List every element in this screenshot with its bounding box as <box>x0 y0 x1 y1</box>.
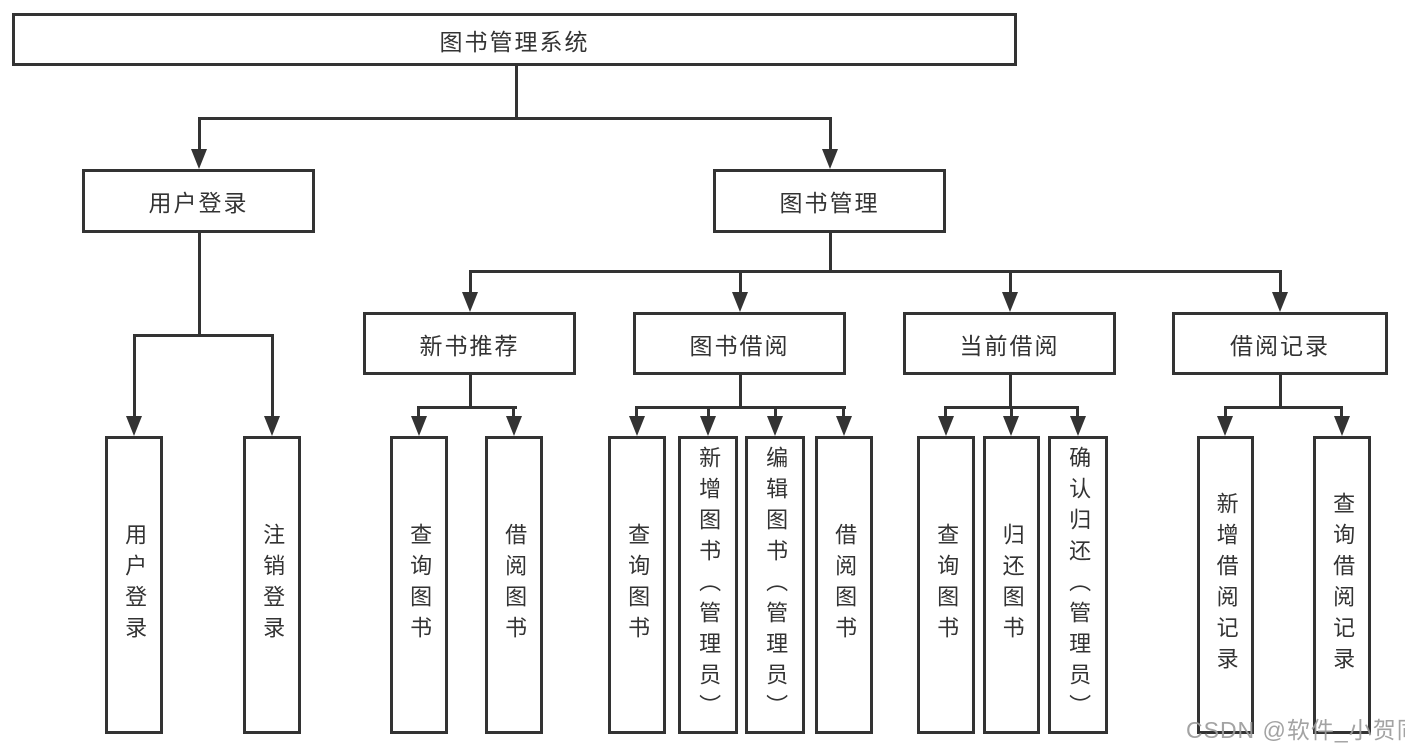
connector-leaf-stem <box>1010 406 1013 418</box>
connector-leaf-stem <box>707 406 710 418</box>
connector-root-stem <box>515 66 518 118</box>
node-label: 图书借阅 <box>689 332 790 359</box>
leaf-edit-book-admin: 编辑图书（管理员） <box>745 436 805 734</box>
arrowhead-leaf <box>700 416 716 436</box>
arrowhead-book-borrow <box>732 292 748 312</box>
arrowhead-leaf <box>1217 416 1233 436</box>
arrowhead-user-login <box>191 149 207 169</box>
arrowhead-leaf <box>836 416 852 436</box>
leaf-confirm-return-admin: 确认归还（管理员） <box>1048 436 1108 734</box>
connector-leaf-stem <box>1076 406 1079 418</box>
leaf-borrow-books-recommend: 借阅图书 <box>485 436 543 734</box>
connector-user-login-rail <box>133 334 274 337</box>
csdn-watermark: CSDN @软件_小贺同学 <box>1186 717 1405 743</box>
node-current-borrowing: 当前借阅 <box>903 312 1116 375</box>
connector-current-borrow-stem <box>1009 375 1012 408</box>
connector-book-borrow-stem <box>739 375 742 408</box>
connector-book-borrow-rail <box>635 406 846 409</box>
leaf-label: 查询图书 <box>625 523 651 647</box>
leaf-label: 查询借阅记录 <box>1330 492 1356 678</box>
connector-leaf-stem <box>417 406 420 418</box>
connector-leaf-stem <box>1340 406 1343 418</box>
node-book-management: 图书管理 <box>713 169 946 233</box>
node-book-borrowing: 图书借阅 <box>633 312 846 375</box>
connector-borrow-records-rail <box>1224 406 1343 409</box>
connector-new-book-rec-stem <box>469 375 472 408</box>
leaf-label: 查询图书 <box>934 523 960 647</box>
arrowhead-leaf <box>1070 416 1086 436</box>
arrowhead-login-leaf <box>126 416 142 436</box>
arrowhead-leaf <box>506 416 522 436</box>
connector-to-login-leaf <box>133 334 136 416</box>
connector-to-borrow-records <box>1279 270 1282 294</box>
connector-to-logout-leaf <box>271 334 274 416</box>
connector-leaf-stem <box>944 406 947 418</box>
leaf-label: 归还图书 <box>999 523 1025 647</box>
node-borrowing-records: 借阅记录 <box>1172 312 1388 375</box>
connector-to-user-login <box>198 117 201 151</box>
leaf-borrow-books-borrowing: 借阅图书 <box>815 436 873 734</box>
connector-leaf-stem <box>512 406 515 418</box>
node-label: 用户登录 <box>148 190 249 216</box>
connector-to-current-borrow <box>1009 270 1012 294</box>
connector-to-book-borrow <box>739 270 742 294</box>
node-label: 图书管理系统 <box>439 28 590 55</box>
node-new-book-recommendation: 新书推荐 <box>363 312 576 375</box>
arrowhead-book-mgmt <box>822 149 838 169</box>
connector-user-login-stem <box>198 233 201 335</box>
node-user-login: 用户登录 <box>82 169 315 233</box>
arrowhead-leaf <box>1334 416 1350 436</box>
connector-book-mgmt-stem <box>829 233 832 273</box>
leaf-label: 注销登录 <box>260 523 286 647</box>
node-label: 新书推荐 <box>419 332 520 359</box>
leaf-label: 新增图书（管理员） <box>696 445 722 725</box>
leaf-logout: 注销登录 <box>243 436 301 734</box>
connector-leaf-stem <box>635 406 638 418</box>
leaf-add-book-admin: 新增图书（管理员） <box>678 436 738 734</box>
leaf-query-books-recommend: 查询图书 <box>390 436 448 734</box>
leaf-query-borrow-record: 查询借阅记录 <box>1313 436 1371 734</box>
leaf-label: 用户登录 <box>122 523 148 647</box>
node-library-management-system: 图书管理系统 <box>12 13 1017 66</box>
connector-borrow-records-stem <box>1279 375 1282 408</box>
connector-to-new-book-rec <box>469 270 472 294</box>
connector-new-book-rec-rail <box>417 406 517 409</box>
leaf-user-login: 用户登录 <box>105 436 163 734</box>
arrowhead-logout-leaf <box>264 416 280 436</box>
leaf-add-borrow-record: 新增借阅记录 <box>1197 436 1254 734</box>
node-label: 借阅记录 <box>1230 332 1330 359</box>
arrowhead-leaf <box>1003 416 1019 436</box>
leaf-label: 查询图书 <box>407 523 433 647</box>
connector-leaf-stem <box>1224 406 1227 418</box>
leaf-label: 编辑图书（管理员） <box>763 445 789 725</box>
connector-to-book-mgmt <box>829 117 832 151</box>
leaf-query-books-current: 查询图书 <box>917 436 975 734</box>
connector-leaf-stem <box>774 406 777 418</box>
arrowhead-leaf <box>629 416 645 436</box>
arrowhead-leaf <box>411 416 427 436</box>
arrowhead-current-borrow <box>1002 292 1018 312</box>
arrowhead-borrow-records <box>1272 292 1288 312</box>
leaf-label: 确认归还（管理员） <box>1066 445 1092 725</box>
connector-level1-rail <box>198 117 832 120</box>
connector-leaf-stem <box>842 406 845 418</box>
node-label: 当前借阅 <box>959 332 1060 359</box>
node-label: 图书管理 <box>779 190 880 216</box>
leaf-label: 新增借阅记录 <box>1213 492 1239 678</box>
arrowhead-leaf <box>938 416 954 436</box>
leaf-label: 借阅图书 <box>832 523 858 647</box>
leaf-query-books-borrowing: 查询图书 <box>608 436 666 734</box>
leaf-return-books: 归还图书 <box>983 436 1040 734</box>
leaf-label: 借阅图书 <box>502 523 528 647</box>
arrowhead-new-book-rec <box>462 292 478 312</box>
connector-level2-rail <box>469 270 1282 273</box>
arrowhead-leaf <box>767 416 783 436</box>
